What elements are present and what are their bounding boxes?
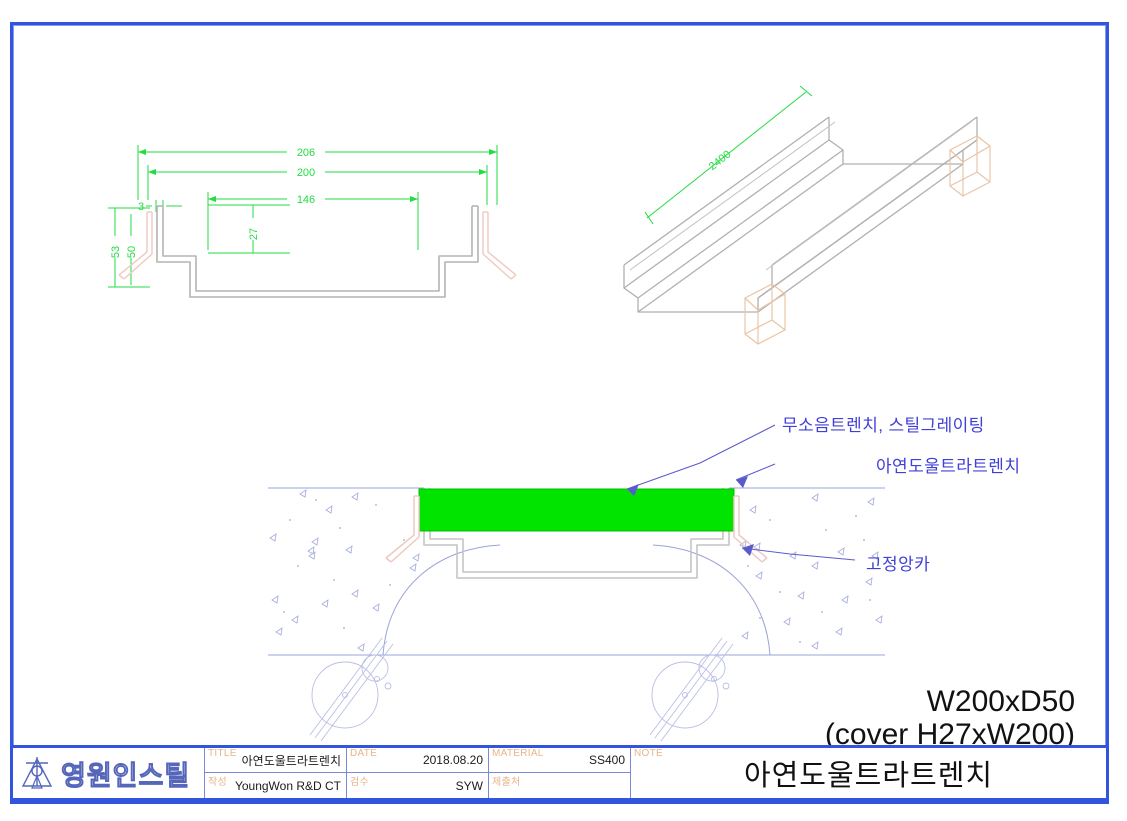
titleblock-key-submitto: 제출처 [492, 777, 521, 788]
titleblock-field-date: DATE 2018.08.20 [347, 748, 488, 773]
titleblock-value-author: YoungWon R&D CT [234, 778, 341, 793]
titleblock-key-note: NOTE [634, 748, 663, 759]
titleblock-value-material: SS400 [588, 753, 625, 767]
dim-146: 146 [297, 194, 315, 206]
steel-grating-fill [418, 488, 735, 532]
titleblock-field-author: 작성 YoungWon R&D CT [205, 773, 346, 798]
drain-pipe-detail [309, 637, 734, 742]
title-block: 영원인스틸 TITLE 아연도울트라트렌치 작성 YoungWon R&D CT… [13, 745, 1106, 801]
dim-27: 27 [248, 228, 260, 240]
annotation-grating-label: 무소음트렌치, 스틸그레이팅 [782, 416, 985, 435]
company-mark-icon [21, 757, 53, 789]
titleblock-group-date: DATE 2018.08.20 검수 SYW [347, 748, 489, 798]
titleblock-field-submitto: 제출처 [489, 773, 630, 798]
annotation-leaders [626, 424, 856, 561]
sheet-border-outer [10, 22, 1109, 804]
titleblock-value-date: 2018.08.20 [422, 753, 483, 767]
dim-200: 200 [297, 167, 315, 179]
titleblock-key-title: TITLE [208, 748, 237, 759]
titleblock-key-checker: 검수 [350, 777, 369, 788]
titleblock-field-title: TITLE 아연도울트라트렌치 [205, 748, 346, 773]
dim-50: 50 [126, 246, 138, 258]
company-logo: 영원인스틸 [13, 748, 205, 798]
titleblock-key-material: MATERIAL [492, 748, 544, 759]
company-logo-text: 영원인스틸 [60, 760, 191, 792]
titleblock-field-checker: 검수 SYW [347, 773, 488, 798]
dim-53: 53 [110, 246, 122, 258]
annotation-anchor-label: 고정앙카 [866, 555, 931, 574]
titleblock-group-material: MATERIAL SS400 제출처 [489, 748, 631, 798]
titleblock-key-author: 작성 [208, 777, 227, 788]
titleblock-value-note: 아연도울트라트렌치 [743, 760, 994, 792]
titleblock-group-title: TITLE 아연도울트라트렌치 작성 YoungWon R&D CT [205, 748, 347, 798]
titleblock-value-checker: SYW [455, 778, 483, 793]
concrete-hatch [269, 489, 883, 652]
titleblock-field-material: MATERIAL SS400 [489, 748, 630, 773]
titleblock-field-note: NOTE 아연도울트라트렌치 [631, 748, 1106, 798]
dim-206: 206 [297, 147, 315, 159]
spec-title-line1: W200xD50 [926, 685, 1075, 718]
titleblock-value-title: 아연도울트라트렌치 [241, 753, 341, 768]
dim-3: 3 [138, 201, 144, 213]
titleblock-key-date: DATE [350, 748, 378, 759]
annotation-trench-label: 아연도울트라트렌치 [876, 457, 1021, 476]
